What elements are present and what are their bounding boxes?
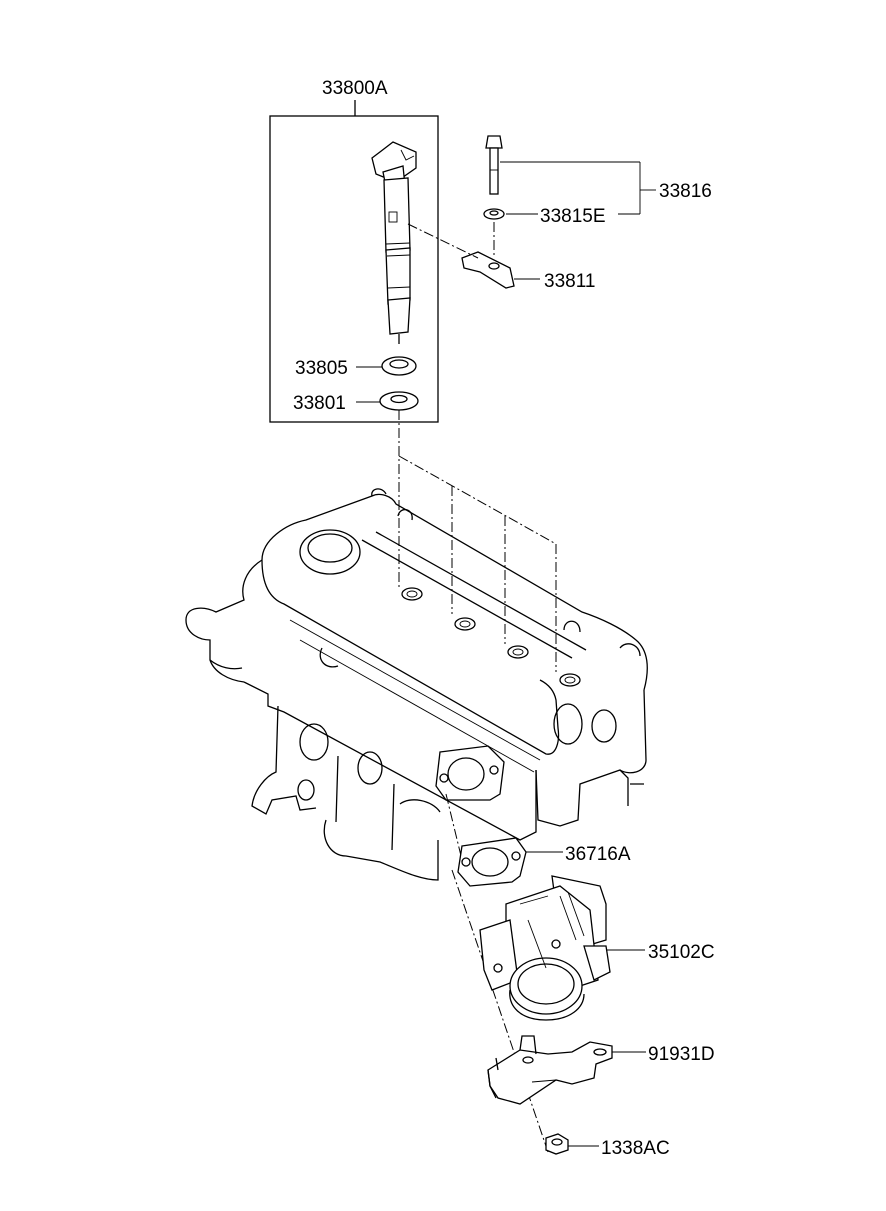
washer-33815E-drawing[interactable]	[483, 208, 505, 220]
bolt-drawing[interactable]	[485, 135, 503, 195]
gasket-group: 36716A	[445, 793, 631, 1153]
label-33800A: 33800A	[322, 78, 388, 99]
label-35102C: 35102C	[648, 942, 715, 963]
throttle-body-group: 35102C	[479, 875, 715, 1021]
label-36716A: 36716A	[565, 844, 631, 865]
label-1338AC: 1338AC	[601, 1138, 670, 1159]
bracket-group: 91931D	[487, 1035, 715, 1105]
gasket-drawing[interactable]	[457, 837, 527, 887]
label-33805: 33805	[295, 358, 348, 379]
label-33815E: 33815E	[540, 206, 606, 227]
label-33811: 33811	[544, 271, 595, 292]
washer-drawing[interactable]	[379, 391, 419, 411]
label-91931D: 91931D	[648, 1044, 715, 1065]
injector-drawing[interactable]	[371, 141, 417, 344]
clamp-group: 33816 33815E 33811	[407, 135, 712, 292]
label-33816: 33816	[659, 181, 712, 202]
throttle-body-drawing[interactable]	[479, 875, 611, 1021]
bracket-drawing[interactable]	[487, 1035, 613, 1105]
injector-assembly-group: 33800A 33805 33801	[269, 78, 439, 423]
label-33801: 33801	[293, 393, 346, 414]
clamp-drawing[interactable]	[461, 251, 515, 289]
nut-group: 1338AC	[545, 1133, 670, 1159]
injector-install-lines	[398, 410, 557, 672]
seal-ring-drawing[interactable]	[381, 356, 417, 376]
nut-drawing[interactable]	[545, 1133, 569, 1155]
cylinder-head-drawing	[185, 488, 648, 881]
